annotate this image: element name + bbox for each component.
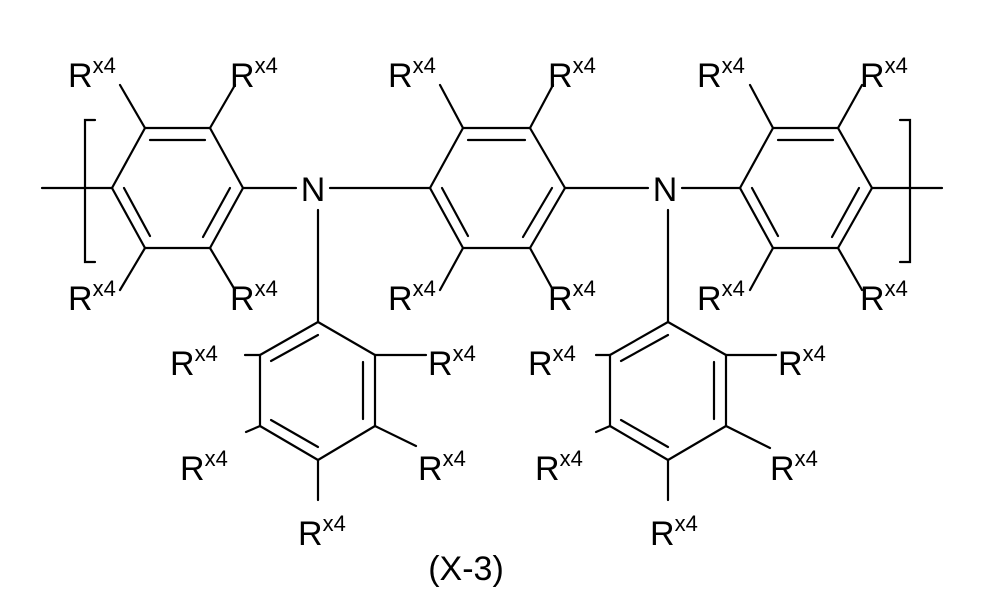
left-bracket <box>85 120 95 262</box>
substituent-superscript: x4 <box>675 511 698 536</box>
substituent-superscript: x4 <box>413 53 436 78</box>
substituent-label: Rx4 <box>697 53 745 95</box>
substituent-superscript: x4 <box>885 53 908 78</box>
substituent-superscript: x4 <box>205 446 228 471</box>
substituent-label: Rx4 <box>180 446 228 488</box>
substituent-label: Rx4 <box>778 341 826 383</box>
substituent-label: Rx4 <box>860 53 908 95</box>
substituent-label: Rx4 <box>548 53 596 95</box>
substituent-superscript: x4 <box>255 276 278 301</box>
substituent-label: Rx4 <box>170 341 218 383</box>
substituent-base: R <box>650 515 675 553</box>
backbone-bonds <box>42 188 942 322</box>
substituent-superscript: x4 <box>885 276 908 301</box>
substituent-base: R <box>418 450 443 488</box>
substituent-superscript: x4 <box>573 276 596 301</box>
substituent-base: R <box>180 450 205 488</box>
substituent-label: Rx4 <box>697 276 745 318</box>
substituent-superscript: x4 <box>722 53 745 78</box>
substituent-superscript: x4 <box>553 341 576 366</box>
substituent-label: Rx4 <box>860 276 908 318</box>
nitrogen-atom: N <box>301 171 326 209</box>
substituent-superscript: x4 <box>573 53 596 78</box>
substituent-base: R <box>388 280 413 318</box>
ring-5 <box>610 322 726 460</box>
substituent-base: R <box>860 280 885 318</box>
ring-1 <box>112 128 243 248</box>
substituent-base: R <box>230 57 255 95</box>
substituent-base: R <box>170 345 195 383</box>
substituent-label: Rx4 <box>388 276 436 318</box>
substituent-label: Rx4 <box>428 341 476 383</box>
substituent-label: Rx4 <box>230 53 278 95</box>
substituent-base: R <box>697 57 722 95</box>
substituent-base: R <box>770 450 795 488</box>
substituent-label: Rx4 <box>535 446 583 488</box>
substituent-base: R <box>528 345 553 383</box>
substituent-base: R <box>230 280 255 318</box>
nitrogen-atom: N <box>653 171 678 209</box>
substituent-base: R <box>860 57 885 95</box>
substituent-base: R <box>388 57 413 95</box>
substituent-base: R <box>535 450 560 488</box>
ring-3 <box>740 128 872 248</box>
compound-caption: (X-3) <box>428 550 504 588</box>
substituent-label: Rx4 <box>528 341 576 383</box>
substituent-base: R <box>68 57 93 95</box>
substituent-superscript: x4 <box>803 341 826 366</box>
substituent-base: R <box>298 515 323 553</box>
substituent-label: Rx4 <box>418 446 466 488</box>
polymer-brackets <box>85 120 910 262</box>
right-bracket <box>900 120 910 262</box>
substituent-superscript: x4 <box>795 446 818 471</box>
substituent-superscript: x4 <box>323 511 346 536</box>
substituent-superscript: x4 <box>93 276 116 301</box>
ring-4 <box>260 322 375 460</box>
substituent-label: Rx4 <box>68 276 116 318</box>
ring-2 <box>430 128 565 248</box>
substituent-label: Rx4 <box>68 53 116 95</box>
substituent-superscript: x4 <box>560 446 583 471</box>
substituent-label: Rx4 <box>388 53 436 95</box>
substituent-label: Rx4 <box>230 276 278 318</box>
substituent-base: R <box>428 345 453 383</box>
substituent-superscript: x4 <box>453 341 476 366</box>
substituent-base: R <box>548 57 573 95</box>
substituent-label: Rx4 <box>548 276 596 318</box>
substituent-label: Rx4 <box>298 511 346 553</box>
substituent-base: R <box>697 280 722 318</box>
substituent-label: Rx4 <box>770 446 818 488</box>
substituent-base: R <box>68 280 93 318</box>
substituent-superscript: x4 <box>255 53 278 78</box>
substituent-label: Rx4 <box>650 511 698 553</box>
substituent-base: R <box>548 280 573 318</box>
substituent-superscript: x4 <box>413 276 436 301</box>
substituent-superscript: x4 <box>93 53 116 78</box>
substituent-base: R <box>778 345 803 383</box>
substituent-superscript: x4 <box>443 446 466 471</box>
substituent-superscript: x4 <box>722 276 745 301</box>
substituent-superscript: x4 <box>195 341 218 366</box>
